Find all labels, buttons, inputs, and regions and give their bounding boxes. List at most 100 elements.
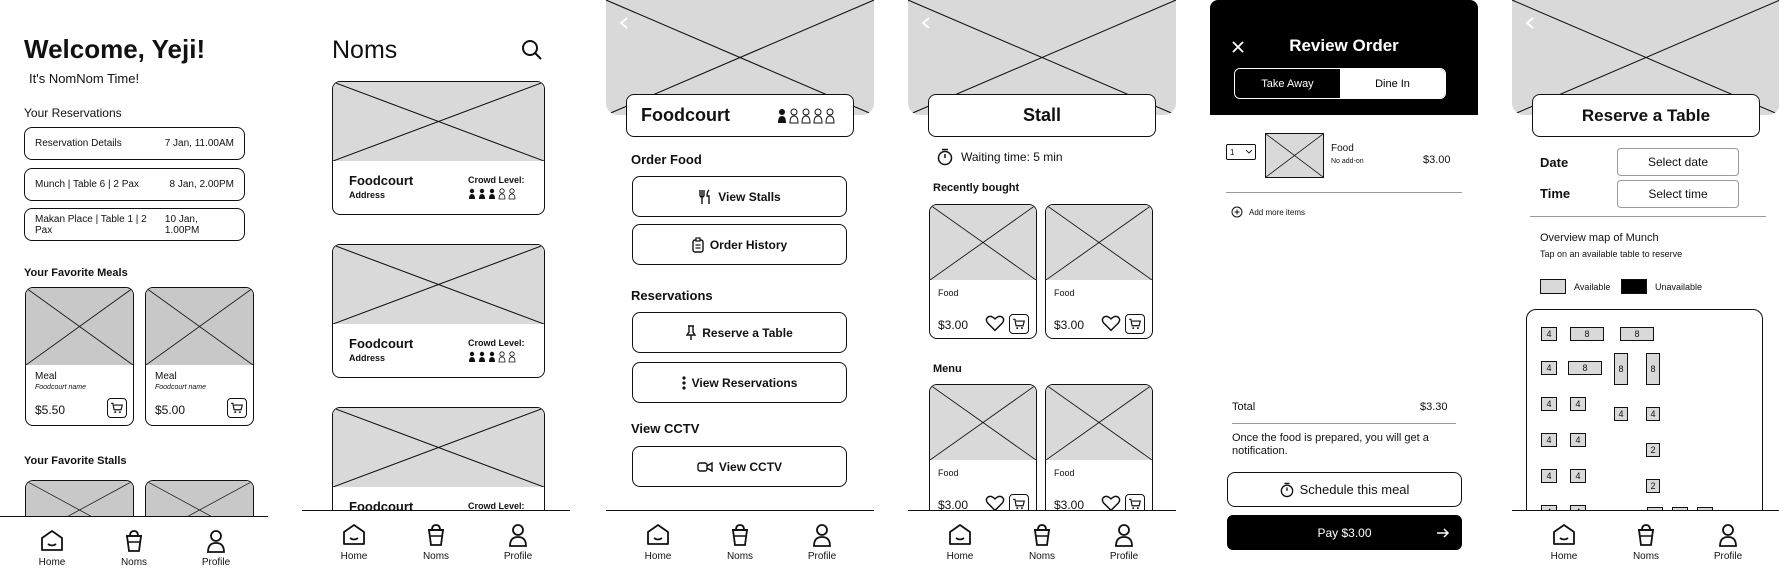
reservation-item[interactable]: Munch | Table 6 | 2 Pax 8 Jan, 2.00PM — [24, 168, 245, 201]
nav-profile[interactable]: Profile — [488, 522, 548, 562]
favorite-button[interactable] — [985, 314, 1005, 337]
image-placeholder — [146, 288, 253, 365]
reservations-heading: Reservations — [631, 288, 713, 303]
cup-icon — [731, 523, 749, 546]
nav-noms[interactable]: Noms — [710, 522, 770, 562]
schedule-meal-button[interactable]: Schedule this meal — [1227, 472, 1462, 507]
close-icon[interactable] — [1232, 41, 1244, 53]
table-item[interactable]: 8 — [1568, 361, 1602, 375]
stall-screen: Stall Waiting time: 5 min Recently bough… — [908, 0, 1176, 574]
nav-home[interactable]: Home — [930, 522, 990, 562]
table-item[interactable]: 4 — [1541, 469, 1557, 483]
food-card[interactable]: Food $3.00 — [929, 384, 1037, 519]
table-item[interactable]: 2 — [1646, 479, 1660, 493]
nav-label: Noms — [1028, 550, 1056, 562]
food-card[interactable]: Food $3.00 — [1045, 204, 1153, 339]
favorite-button[interactable] — [1101, 314, 1121, 337]
profile-icon — [813, 523, 831, 547]
noms-screen: Noms Foodcourt Address Crowd Level: Food… — [302, 0, 570, 574]
meal-card[interactable]: Meal Foodcourt name $5.50 — [25, 287, 134, 426]
order-history-button[interactable]: Order History — [632, 224, 847, 265]
nav-noms[interactable]: Noms — [406, 522, 466, 562]
nav-home[interactable]: Home — [1534, 522, 1594, 562]
nav-label: Profile — [807, 550, 837, 562]
add-to-cart-button[interactable] — [1125, 314, 1145, 334]
divider — [1226, 192, 1462, 193]
page-title: Review Order — [1289, 36, 1399, 55]
table-item[interactable]: 2 — [1646, 443, 1660, 457]
search-button[interactable] — [520, 38, 544, 62]
bottom-nav: Home Noms Profile — [1512, 510, 1779, 572]
reserve-table-screen: Reserve a Table Date Select date Time Se… — [1512, 0, 1779, 574]
table-item[interactable]: 8 — [1614, 353, 1628, 385]
nav-profile[interactable]: Profile — [1094, 522, 1154, 562]
reservation-time: 7 Jan, 11.00AM — [164, 138, 234, 149]
crowd-level-icon — [469, 188, 516, 200]
nav-noms[interactable]: Noms — [1616, 522, 1676, 562]
pay-button[interactable]: Pay $3.00 — [1227, 515, 1462, 550]
nav-label: Profile — [1713, 550, 1743, 562]
nav-profile[interactable]: Profile — [186, 528, 246, 568]
tab-dine-in[interactable]: Dine In — [1340, 69, 1445, 98]
meal-card[interactable]: Meal Foodcourt name $5.00 — [145, 287, 254, 426]
add-more-items-button[interactable]: Add more items — [1231, 206, 1305, 218]
table-item[interactable]: 4 — [1570, 397, 1586, 411]
reservations-heading: Your Reservations — [24, 106, 122, 120]
add-to-cart-button[interactable] — [107, 398, 127, 418]
food-card[interactable]: Food $3.00 — [929, 204, 1037, 339]
table-item[interactable]: 4 — [1541, 361, 1557, 375]
foodcourt-card[interactable]: Foodcourt Address Crowd Level: — [332, 244, 545, 378]
back-icon[interactable] — [1524, 16, 1536, 30]
view-reservations-button[interactable]: View Reservations — [632, 362, 847, 403]
table-item[interactable]: 8 — [1570, 327, 1604, 341]
reserve-table-button[interactable]: Reserve a Table — [632, 312, 847, 353]
view-cctv-button[interactable]: View CCTV — [632, 446, 847, 487]
reserve-header: Reserve a Table — [1532, 94, 1760, 137]
nav-noms[interactable]: Noms — [1012, 522, 1072, 562]
total-label: Total — [1232, 401, 1256, 413]
item-price: $3.00 — [1423, 154, 1451, 166]
quantity-select[interactable]: 1 — [1226, 144, 1256, 160]
table-item[interactable]: 8 — [1620, 327, 1654, 341]
heart-icon — [985, 315, 1005, 332]
back-icon[interactable] — [618, 16, 630, 30]
table-item[interactable]: 4 — [1541, 327, 1557, 341]
add-to-cart-button[interactable] — [227, 398, 247, 418]
food-price: $3.00 — [1054, 498, 1085, 512]
back-icon[interactable] — [920, 16, 932, 30]
table-item[interactable]: 4 — [1646, 407, 1660, 421]
nav-label: Profile — [1109, 550, 1139, 562]
nav-profile[interactable]: Profile — [1698, 522, 1758, 562]
favorite-button[interactable] — [1101, 494, 1121, 517]
nav-profile[interactable]: Profile — [792, 522, 852, 562]
table-item[interactable]: 4 — [1614, 407, 1628, 421]
add-to-cart-button[interactable] — [1009, 314, 1029, 334]
reservation-name: Makan Place | Table 1 | 2 Pax — [35, 213, 147, 236]
meal-name: Meal — [155, 371, 177, 382]
nav-home[interactable]: Home — [628, 522, 688, 562]
search-icon — [522, 40, 542, 60]
view-stalls-button[interactable]: View Stalls — [632, 176, 847, 217]
tab-take-away[interactable]: Take Away — [1235, 69, 1340, 98]
favorite-button[interactable] — [985, 494, 1005, 517]
nav-home[interactable]: Home — [324, 522, 384, 562]
time-picker[interactable]: Select time — [1617, 180, 1739, 208]
reservation-item[interactable]: Reservation Details 7 Jan, 11.00AM — [24, 127, 245, 160]
cart-icon — [231, 402, 243, 414]
cart-icon — [1129, 498, 1141, 510]
nav-home[interactable]: Home — [22, 528, 82, 568]
table-item[interactable]: 4 — [1541, 397, 1557, 411]
foodcourt-card[interactable]: Foodcourt Address Crowd Level: — [332, 81, 545, 215]
food-card[interactable]: Food $3.00 — [1045, 384, 1153, 519]
table-item[interactable]: 4 — [1541, 433, 1557, 447]
table-item[interactable]: 8 — [1646, 353, 1660, 385]
nav-noms[interactable]: Noms — [104, 528, 164, 568]
cup-icon — [1637, 523, 1655, 546]
date-picker[interactable]: Select date — [1617, 148, 1739, 176]
table-item[interactable]: 4 — [1570, 433, 1586, 447]
table-item[interactable]: 4 — [1570, 469, 1586, 483]
meal-price: $5.50 — [35, 403, 66, 417]
food-name: Food — [938, 288, 959, 298]
heart-icon — [1101, 495, 1121, 512]
reservation-item[interactable]: Makan Place | Table 1 | 2 Pax 10 Jan, 1.… — [24, 208, 245, 241]
